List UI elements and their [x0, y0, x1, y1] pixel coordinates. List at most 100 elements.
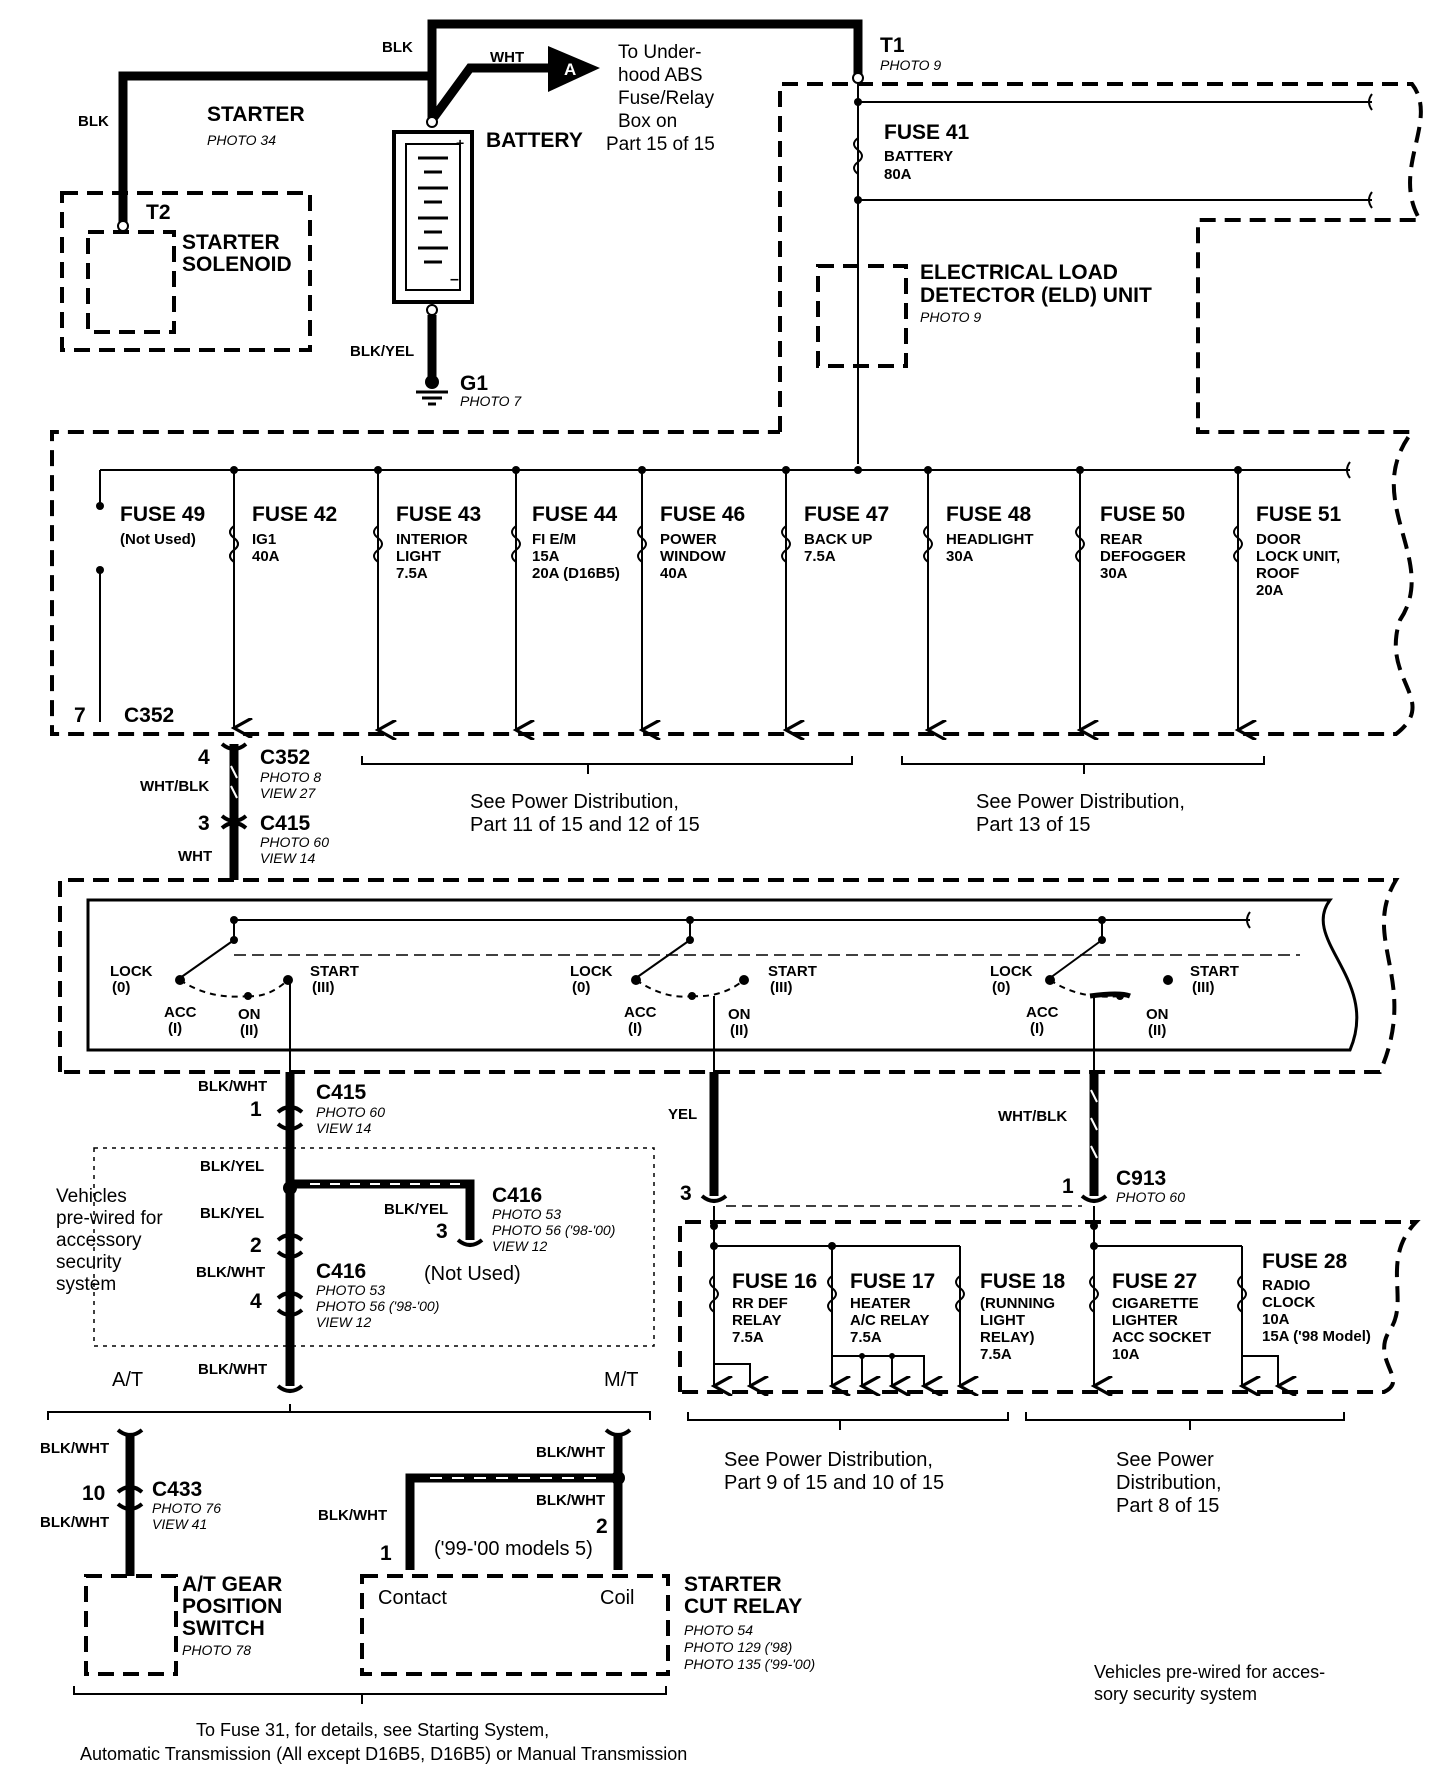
svg-text:15A: 15A — [532, 548, 560, 565]
t1-photo: PHOTO 9 — [880, 57, 941, 73]
ignition-switch-1: LOCK (0) START (III) ACC (I) ON (II) — [110, 916, 359, 1072]
fuse-47: FUSE 47 BACK UP 7.5A — [781, 466, 889, 730]
svg-text:Part 8 of 15: Part 8 of 15 — [1116, 1495, 1219, 1517]
svg-text:FI E/M: FI E/M — [532, 531, 576, 548]
svg-text:DEFOGGER: DEFOGGER — [1100, 548, 1186, 565]
eld-unit-box — [816, 264, 908, 368]
svg-text:HEATER: HEATER — [850, 1295, 911, 1312]
svg-text:2: 2 — [596, 1515, 608, 1538]
svg-text:10: 10 — [82, 1482, 105, 1505]
under-dash-fuse-box-outline — [678, 1220, 1421, 1394]
svg-text:ACC: ACC — [1026, 1004, 1059, 1021]
svg-text:BLK/WHT: BLK/WHT — [536, 1492, 605, 1509]
svg-text:PHOTO 129 ('98): PHOTO 129 ('98) — [684, 1639, 792, 1655]
svg-text:PHOTO 60: PHOTO 60 — [1116, 1189, 1185, 1205]
svg-text:FUSE 49: FUSE 49 — [120, 503, 205, 526]
svg-text:BLK/WHT: BLK/WHT — [198, 1078, 267, 1095]
svg-text:3: 3 — [680, 1182, 692, 1205]
svg-text:FUSE 44: FUSE 44 — [532, 503, 618, 526]
fuse-28: FUSE 28 RADIO CLOCK 10A 15A ('98 Model) — [1237, 1246, 1371, 1386]
svg-text:BLK/YEL: BLK/YEL — [200, 1205, 264, 1222]
svg-text:SWITCH: SWITCH — [182, 1617, 265, 1640]
svg-text:ACC SOCKET: ACC SOCKET — [1112, 1329, 1211, 1346]
svg-text:BLK/WHT: BLK/WHT — [40, 1514, 109, 1531]
svg-text:30A: 30A — [1100, 565, 1128, 582]
svg-text:Vehicles: Vehicles — [56, 1186, 127, 1207]
fuse-27: FUSE 27 CIGARETTE LIGHTER ACC SOCKET 10A — [1089, 1270, 1211, 1363]
svg-text:INTERIOR: INTERIOR — [396, 531, 468, 548]
svg-text:START: START — [310, 963, 359, 980]
svg-text:(II): (II) — [1148, 1022, 1166, 1039]
connector-a-label: A — [564, 60, 576, 79]
svg-text:3: 3 — [198, 812, 210, 835]
svg-text:See Power Distribution,: See Power Distribution, — [724, 1449, 933, 1471]
svg-text:FUSE 18: FUSE 18 — [980, 1270, 1066, 1293]
svg-text:C415: C415 — [260, 812, 311, 835]
svg-text:PHOTO 8: PHOTO 8 — [260, 769, 321, 785]
svg-text:C416: C416 — [492, 1184, 542, 1207]
svg-text:A/T GEAR: A/T GEAR — [182, 1573, 282, 1596]
svg-text:Part 9 of 15 and 10 of 15: Part 9 of 15 and 10 of 15 — [724, 1472, 944, 1494]
svg-text:To Under-: To Under- — [618, 42, 701, 63]
svg-text:YEL: YEL — [668, 1106, 697, 1123]
ignition-switch-contacts — [234, 911, 1300, 956]
svg-text:FUSE 16: FUSE 16 — [732, 1270, 817, 1293]
svg-text:RR DEF: RR DEF — [732, 1295, 788, 1312]
svg-text:PHOTO 56 ('98-'00): PHOTO 56 ('98-'00) — [316, 1298, 439, 1314]
svg-text:BLK/WHT: BLK/WHT — [198, 1361, 267, 1378]
svg-text:BLK/YEL: BLK/YEL — [200, 1158, 264, 1175]
fuse-42: FUSE 42 IG1 40A — [229, 466, 337, 728]
svg-text:C352: C352 — [260, 746, 310, 769]
svg-text:A/T: A/T — [112, 1369, 143, 1391]
battery-label: BATTERY — [486, 129, 583, 152]
svg-text:10A: 10A — [1262, 1311, 1290, 1328]
starter-box — [60, 191, 312, 352]
t1-label: T1 — [880, 34, 905, 57]
abs-fuse-box-note: To Under- hood ABS Fuse/Relay Box on Par… — [606, 42, 715, 155]
svg-text:(III): (III) — [770, 979, 793, 996]
svg-text:ON: ON — [728, 1006, 751, 1023]
svg-text:WHT/BLK: WHT/BLK — [140, 778, 209, 795]
svg-text:BLK/YEL: BLK/YEL — [384, 1201, 448, 1218]
svg-text:REAR: REAR — [1100, 531, 1143, 548]
svg-text:security: security — [56, 1252, 122, 1273]
svg-text:RELAY): RELAY) — [980, 1329, 1034, 1346]
svg-text:(0): (0) — [572, 979, 590, 996]
svg-text:FUSE 46: FUSE 46 — [660, 503, 745, 526]
svg-text:PHOTO 135 ('99-'00): PHOTO 135 ('99-'00) — [684, 1656, 815, 1672]
svg-text:Part 11 of 15 and 12 of 15: Part 11 of 15 and 12 of 15 — [470, 814, 700, 836]
solenoid-box — [86, 230, 176, 334]
svg-text:40A: 40A — [252, 548, 280, 565]
svg-text:20A (D16B5): 20A (D16B5) — [532, 565, 620, 582]
svg-text:pre-wired for: pre-wired for — [56, 1208, 163, 1229]
svg-text:FUSE 51: FUSE 51 — [1256, 503, 1342, 526]
svg-text:LIGHTER: LIGHTER — [1112, 1312, 1178, 1329]
svg-text:PHOTO 53: PHOTO 53 — [492, 1206, 561, 1222]
svg-text:7.5A: 7.5A — [980, 1346, 1012, 1363]
svg-text:BLK/WHT: BLK/WHT — [536, 1444, 605, 1461]
svg-text:BACK UP: BACK UP — [804, 531, 872, 548]
svg-text:ACC: ACC — [624, 1004, 657, 1021]
svg-text:See Power Distribution,: See Power Distribution, — [976, 791, 1185, 813]
svg-text:hood ABS: hood ABS — [618, 65, 703, 86]
svg-text:(Not Used): (Not Used) — [424, 1263, 521, 1285]
svg-text:accessory: accessory — [56, 1230, 142, 1251]
svg-text:PHOTO 56 ('98-'00): PHOTO 56 ('98-'00) — [492, 1222, 615, 1238]
svg-text:15A ('98 Model): 15A ('98 Model) — [1262, 1328, 1371, 1345]
fuse-18: FUSE 18 (RUNNING LIGHT RELAY) 7.5A — [955, 1246, 1066, 1386]
svg-text:PHOTO 76: PHOTO 76 — [152, 1500, 221, 1516]
svg-text:ROOF: ROOF — [1256, 565, 1299, 582]
svg-text:RELAY: RELAY — [732, 1312, 781, 1329]
eld-photo: PHOTO 9 — [920, 309, 981, 325]
svg-text:7.5A: 7.5A — [396, 565, 428, 582]
svg-text:C433: C433 — [152, 1478, 202, 1501]
svg-text:FUSE 50: FUSE 50 — [1100, 503, 1185, 526]
svg-text:30A: 30A — [946, 548, 974, 565]
g1-label: G1 — [460, 372, 488, 395]
svg-text:LOCK: LOCK — [110, 963, 153, 980]
svg-text:Fuse/Relay: Fuse/Relay — [618, 88, 715, 109]
svg-text:C416: C416 — [316, 1260, 366, 1283]
svg-text:(RUNNING: (RUNNING — [980, 1295, 1055, 1312]
svg-text:40A: 40A — [660, 565, 688, 582]
solenoid-label-2: SOLENOID — [182, 253, 292, 276]
